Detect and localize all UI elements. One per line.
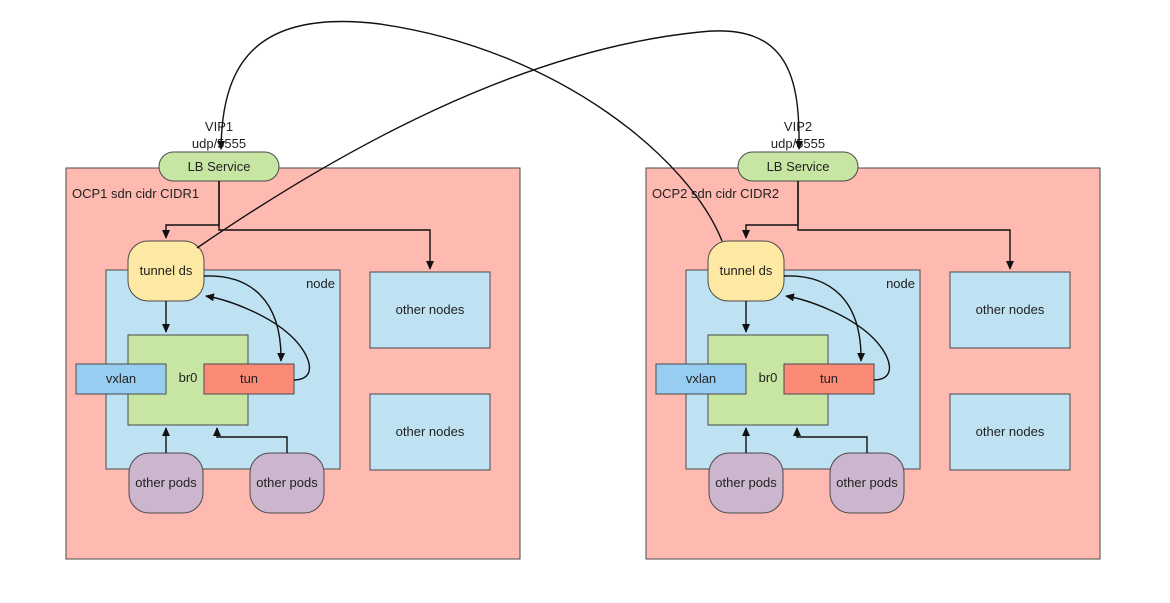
- cluster-2-other-nodes-2: [949, 393, 1071, 471]
- cluster-1-other-nodes-1-label: other nodes: [396, 302, 465, 317]
- cluster-2-other-pods-2-label: other pods: [836, 475, 898, 490]
- cluster-2-lb-service-label: LB Service: [767, 159, 830, 174]
- cluster-1-other-pods-2-label: other pods: [256, 475, 318, 490]
- cluster-2-vxlan-label: vxlan: [686, 371, 716, 386]
- cluster-1-edge-tun-to-tunnel: [205, 293, 311, 381]
- cluster-2-other-nodes-1: [949, 271, 1071, 349]
- cluster-2-tun-label: tun: [820, 371, 838, 386]
- cluster-2-br0-label: br0: [759, 370, 778, 385]
- cluster-2-edge-tun-to-tunnel: [785, 293, 891, 381]
- cluster-2-node-label: node: [886, 276, 915, 291]
- cluster-2-other-nodes-2-label: other nodes: [976, 424, 1045, 439]
- cluster-2-other-pods-1-label: other pods: [715, 475, 777, 490]
- cluster-1-edge-pods2-to-br0: [213, 427, 288, 453]
- cluster-1-title: OCP1 sdn cidr CIDR1: [72, 186, 199, 201]
- cross-edge-tunnel2-to-lb1: [217, 20, 723, 242]
- cluster-1-other-nodes-2-label: other nodes: [396, 424, 465, 439]
- cross-edge-tunnel1-to-lb2: [196, 30, 804, 249]
- cluster-2-title: OCP2 sdn cidr CIDR2: [652, 186, 779, 201]
- cluster-2-other-nodes-1-label: other nodes: [976, 302, 1045, 317]
- cluster-1-vxlan-label: vxlan: [106, 371, 136, 386]
- cluster-2-port-label: udp/5555: [771, 136, 825, 151]
- cluster-2-tun-box: [783, 363, 875, 395]
- cluster-1-vxlan-box: [75, 363, 167, 395]
- cluster-1-node-label: node: [306, 276, 335, 291]
- cluster-2-edge-pods2-to-br0: [793, 427, 868, 453]
- cluster-1: OCP1 sdn cidr CIDR1 VIP1 udp/5555 node b…: [65, 119, 521, 560]
- cluster-2-edge-tunnel-to-tun: [783, 275, 866, 362]
- cluster-1-edge-tunnel-to-tun: [203, 275, 286, 362]
- cluster-1-other-nodes-1: [369, 271, 491, 349]
- cluster-1-br0-label: br0: [179, 370, 198, 385]
- cluster-2: OCP2 sdn cidr CIDR2 VIP2 udp/5555 node b…: [645, 119, 1101, 560]
- cluster-2-vxlan-box: [655, 363, 747, 395]
- cluster-1-lb-service-label: LB Service: [188, 159, 251, 174]
- cluster-2-edge-lb-to-other-nodes: [797, 181, 1014, 270]
- cluster-1-vip-label: VIP1: [205, 119, 233, 134]
- cluster-1-edge-lb-to-other-nodes: [218, 181, 434, 270]
- cluster-1-port-label: udp/5555: [192, 136, 246, 151]
- cluster-2-tunnel-ds-label: tunnel ds: [720, 263, 773, 278]
- cluster-1-tun-box: [203, 363, 295, 395]
- cluster-1-tun-label: tun: [240, 371, 258, 386]
- cluster-1-other-nodes-2: [369, 393, 491, 471]
- cluster-1-other-pods-1-label: other pods: [135, 475, 197, 490]
- cluster-1-tunnel-ds-label: tunnel ds: [140, 263, 193, 278]
- cluster-2-vip-label: VIP2: [784, 119, 812, 134]
